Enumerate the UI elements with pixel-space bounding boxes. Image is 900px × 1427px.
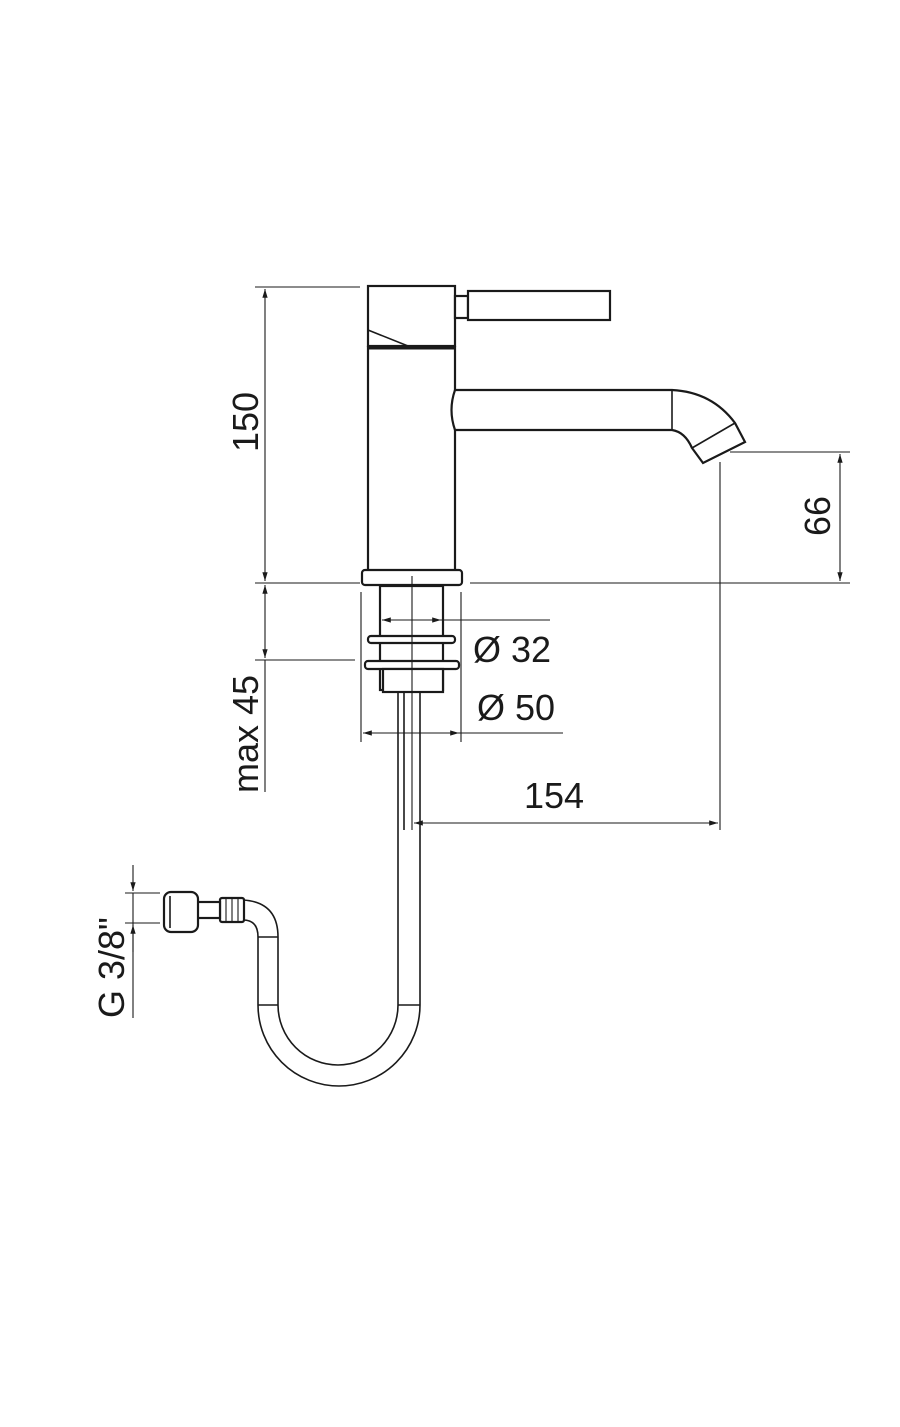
spout-height-label: 66 — [797, 496, 838, 536]
hex-nut-fitting — [162, 890, 200, 934]
max-deck-thickness-label: max 45 — [225, 675, 266, 793]
connection-thread-label: G 3/8" — [91, 917, 132, 1018]
lever-handle — [466, 289, 612, 322]
shank-diameter-label: Ø 32 — [473, 629, 551, 670]
height-label: 150 — [225, 392, 266, 452]
base-diameter-label: Ø 50 — [477, 687, 555, 728]
spout-reach-label: 154 — [524, 775, 584, 816]
spout — [450, 388, 747, 465]
faucet-body — [360, 284, 747, 830]
dimension-lines — [125, 286, 850, 1018]
flexible-hose — [162, 692, 421, 1087]
